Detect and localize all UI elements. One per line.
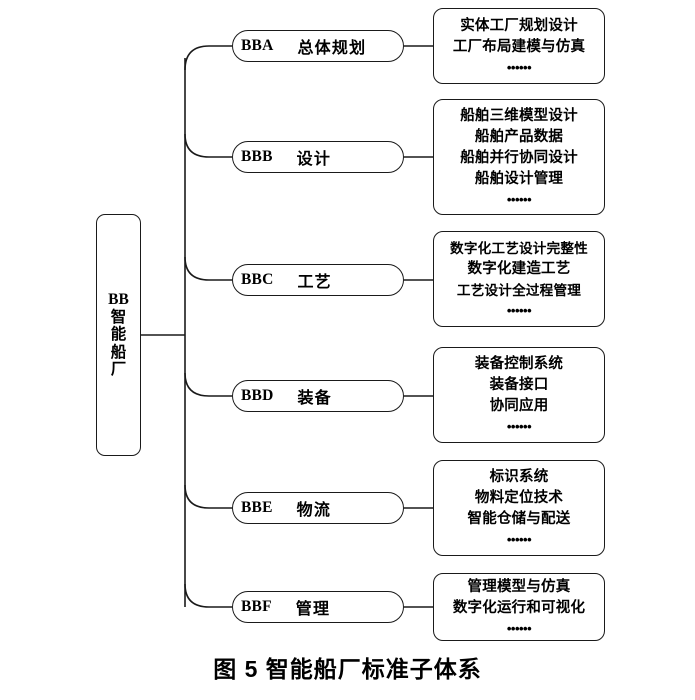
node-detail-bba[interactable]: 实体工厂规划设计 工厂布局建模与仿真 •••••• — [433, 8, 605, 84]
node-category-label: 装备 — [297, 390, 332, 407]
connector-branch-bba — [184, 45, 232, 71]
detail-line: 智能仓储与配送 — [467, 511, 571, 527]
node-category-bbd[interactable]: BBD 装备 — [232, 380, 404, 412]
node-category-code: BBF — [241, 598, 272, 615]
node-category-label: 物流 — [296, 502, 332, 519]
detail-line: 数字化工艺设计完整性 — [450, 241, 588, 256]
detail-line: 船舶设计管理 — [474, 170, 564, 187]
detail-line: 船舶并行协同设计 — [460, 149, 578, 166]
node-category-bbc[interactable]: BBC 工艺 — [232, 264, 404, 296]
node-category-bbb[interactable]: BBB 设计 — [232, 141, 404, 173]
node-category-code: BBD — [241, 387, 274, 404]
node-detail-bbb[interactable]: 船舶三维模型设计 船舶产品数据 船舶并行协同设计 船舶设计管理 •••••• — [433, 99, 605, 215]
detail-line: 船舶三维模型设计 — [460, 107, 578, 124]
detail-line: 数字化运行和可视化 — [452, 599, 586, 616]
node-detail-bbf[interactable]: 管理模型与仿真 数字化运行和可视化 •••••• — [433, 573, 605, 641]
connector-branch-bbc — [184, 256, 232, 281]
detail-line: 装备控制系统 — [474, 356, 564, 372]
detail-line: 数字化建造工艺 — [467, 261, 571, 277]
detail-ellipsis: •••••• — [506, 620, 532, 636]
node-root-bb[interactable]: BB 智 能 船 厂 — [96, 214, 141, 456]
connector-branch-bbe — [184, 484, 232, 509]
detail-ellipsis: •••••• — [506, 532, 532, 547]
connector-branch-bbb — [184, 133, 232, 158]
node-detail-bbc[interactable]: 数字化工艺设计完整性 数字化建造工艺 工艺设计全过程管理 •••••• — [433, 231, 605, 327]
detail-line: 船舶产品数据 — [474, 128, 564, 145]
detail-ellipsis: •••••• — [506, 303, 532, 318]
detail-line: 标识系统 — [489, 469, 549, 485]
detail-line: 物料定位技术 — [474, 490, 564, 506]
connector-branch-bbd — [184, 372, 232, 397]
detail-line: 工厂布局建模与仿真 — [452, 38, 586, 55]
detail-ellipsis: •••••• — [506, 59, 532, 75]
detail-ellipsis: •••••• — [506, 191, 532, 207]
connector-branch-bbf — [184, 583, 232, 608]
node-category-label: 总体规划 — [297, 40, 367, 57]
detail-line: 工艺设计全过程管理 — [456, 283, 582, 298]
node-category-code: BBA — [241, 37, 274, 54]
detail-line: 装备接口 — [489, 377, 549, 393]
node-category-bbf[interactable]: BBF 管理 — [232, 591, 404, 623]
node-category-label: 设计 — [296, 151, 332, 168]
node-category-bbe[interactable]: BBE 物流 — [232, 492, 404, 524]
detail-line: 实体工厂规划设计 — [460, 17, 578, 34]
node-category-label: 管理 — [295, 601, 331, 618]
node-root-label: BB 智 能 船 厂 — [108, 291, 129, 379]
node-detail-bbd[interactable]: 装备控制系统 装备接口 协同应用 •••••• — [433, 347, 605, 443]
detail-line: 管理模型与仿真 — [467, 578, 571, 595]
node-category-label: 工艺 — [297, 274, 332, 291]
node-category-code: BBC — [241, 271, 274, 288]
node-category-code: BBE — [241, 499, 273, 516]
node-category-bba[interactable]: BBA 总体规划 — [232, 30, 404, 62]
detail-line: 协同应用 — [489, 398, 549, 414]
figure-caption: 图 5 智能船厂标准子体系 — [213, 656, 482, 682]
node-detail-bbe[interactable]: 标识系统 物料定位技术 智能仓储与配送 •••••• — [433, 460, 605, 556]
detail-ellipsis: •••••• — [506, 419, 532, 434]
node-category-code: BBB — [241, 148, 273, 165]
